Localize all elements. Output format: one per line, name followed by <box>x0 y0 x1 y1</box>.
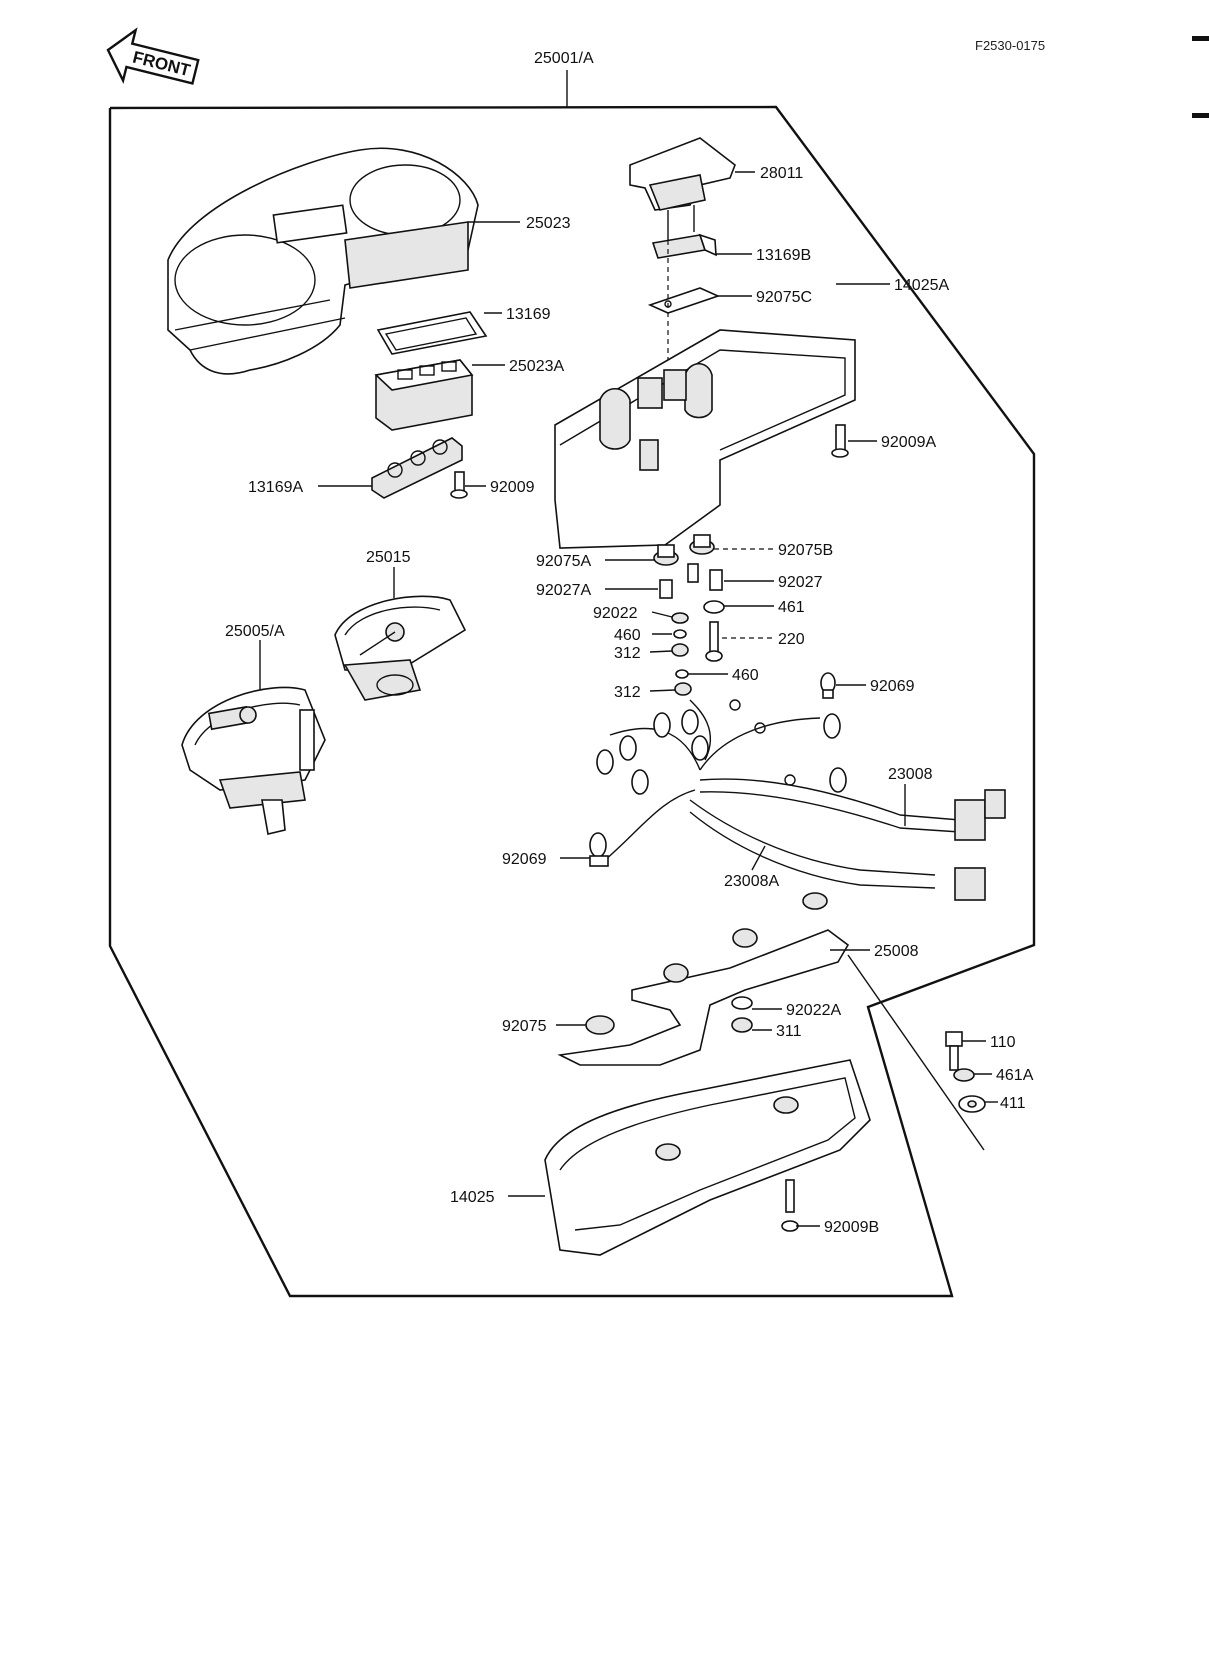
housing-14025A <box>554 329 856 549</box>
callout-14025A: 14025A <box>894 277 949 294</box>
screw-92009 <box>450 471 468 499</box>
callout-13169: 13169 <box>506 306 551 323</box>
lower-cover-14025 <box>544 1059 871 1256</box>
nut-312a <box>671 643 689 657</box>
callout-92022: 92022 <box>593 605 638 622</box>
bulb-92069-right <box>820 672 836 699</box>
leader-312b <box>649 689 676 692</box>
washer-92022 <box>671 612 689 624</box>
callout-92069-right: 92069 <box>870 678 915 695</box>
leader-23008A <box>751 845 766 871</box>
callout-25008: 25008 <box>874 943 919 960</box>
callout-28011: 28011 <box>760 165 803 182</box>
callout-92027: 92027 <box>778 574 823 591</box>
callout-25023A: 25023A <box>509 358 564 375</box>
grommet-92075B <box>689 534 715 555</box>
bulb-92069-left <box>589 832 609 867</box>
meter-case-25023 <box>167 147 479 375</box>
callout-92075A: 92075A <box>536 553 591 570</box>
callout-461A: 461A <box>996 1067 1034 1084</box>
bolt-110 <box>945 1031 963 1071</box>
grommet-92075A <box>653 544 679 566</box>
callout-312b: 312 <box>614 684 641 701</box>
callout-461: 461 <box>778 599 805 616</box>
callout-312a: 312 <box>614 645 641 662</box>
front-arrow-icon: FRONT <box>106 27 200 85</box>
washer-411-hole <box>967 1100 977 1108</box>
wiring-harness-23008 <box>596 699 1006 901</box>
callout-25005A: 25005/A <box>225 623 285 640</box>
tachometer-25015 <box>334 595 467 701</box>
callout-92069-left: 92069 <box>502 851 547 868</box>
callout-25015: 25015 <box>366 549 411 566</box>
callout-311: 311 <box>776 1023 802 1040</box>
assembly-label: 25001/A <box>534 50 594 67</box>
callout-92009B: 92009B <box>824 1219 879 1236</box>
bracket-13169A <box>371 437 463 499</box>
callout-92009: 92009 <box>490 479 535 496</box>
callout-13169A: 13169A <box>248 479 303 496</box>
collar-center <box>687 563 699 583</box>
callout-460a: 460 <box>614 627 641 644</box>
washer-460a <box>673 629 687 639</box>
gasket-13169 <box>376 311 488 355</box>
collar-92027 <box>709 569 723 591</box>
washer-461 <box>703 600 725 614</box>
block-13169B <box>651 233 717 259</box>
leader-bracket-hardware <box>847 954 985 1151</box>
callout-23008: 23008 <box>888 766 933 783</box>
figure-reference-code: F2530-0175 <box>975 38 1045 53</box>
callout-460b: 460 <box>732 667 759 684</box>
speedometer-25005A <box>181 686 326 835</box>
margin-mark-bottom <box>1192 113 1209 118</box>
callout-13169B: 13169B <box>756 247 811 264</box>
callout-92075B: 92075B <box>778 542 833 559</box>
callout-92075C: 92075C <box>756 289 812 306</box>
screw-92009A <box>831 424 849 458</box>
margin-mark-top <box>1192 36 1209 41</box>
plate-92075C <box>647 287 721 314</box>
bracket-plate-25008 <box>557 892 850 1066</box>
screw-220 <box>705 621 723 662</box>
washer-92022A <box>731 996 753 1010</box>
callout-110: 110 <box>990 1034 1016 1051</box>
collar-92027A <box>659 579 673 599</box>
callout-92022A: 92022A <box>786 1002 841 1019</box>
callout-labels: 28011 25023 13169B 92075C 13169 25023A 1… <box>225 165 1034 1236</box>
washer-460b <box>675 669 689 679</box>
screw-92009B <box>781 1179 799 1232</box>
callout-92009A: 92009A <box>881 434 936 451</box>
washer-461A <box>953 1068 975 1082</box>
callout-14025: 14025 <box>450 1189 495 1206</box>
callout-92027A: 92027A <box>536 582 591 599</box>
socket-cluster <box>596 699 847 795</box>
callout-25023: 25023 <box>526 215 571 232</box>
assembly-outline <box>108 105 1036 1298</box>
callout-23008A: 23008A <box>724 873 779 890</box>
callout-411: 411 <box>1000 1095 1026 1112</box>
leader-92022 <box>651 611 673 618</box>
callout-220: 220 <box>778 631 805 648</box>
switch-28011 <box>629 137 736 240</box>
leader-312a <box>649 650 673 653</box>
indicator-box-25023A <box>374 359 474 431</box>
nut-311 <box>731 1017 753 1033</box>
callout-92075: 92075 <box>502 1018 547 1035</box>
nut-312b <box>674 682 692 696</box>
